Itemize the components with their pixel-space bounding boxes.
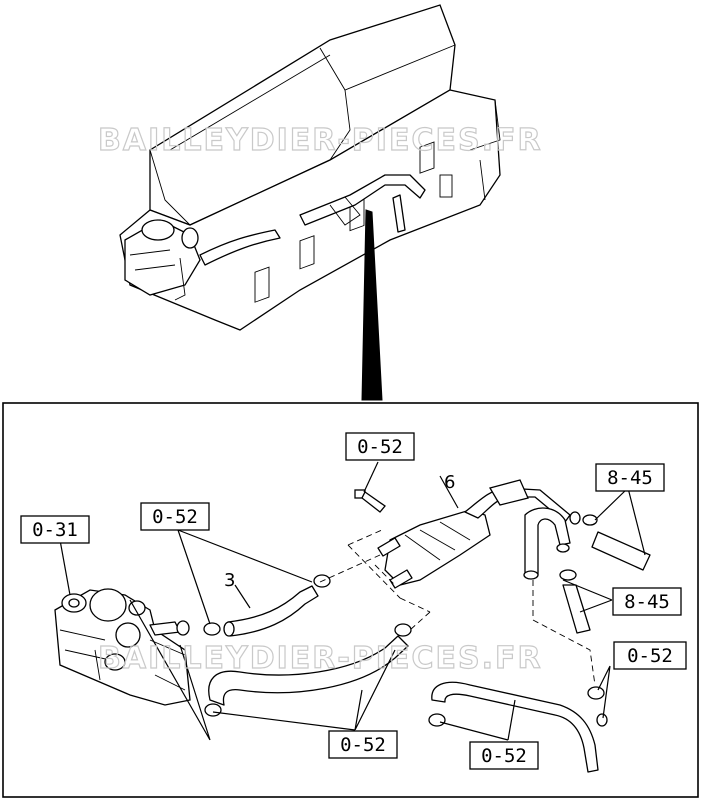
svg-text:0-31: 0-31	[32, 519, 78, 541]
engine-head-overview	[119, 4, 501, 331]
svg-text:0-52: 0-52	[340, 734, 386, 756]
callout-8-45-top: 8-45	[595, 463, 665, 492]
short-hose-upper-part	[582, 514, 651, 571]
detail-frame	[2, 402, 699, 798]
callout-8-45-mid: 8-45	[612, 587, 682, 616]
lower-hose-part	[204, 623, 412, 717]
svg-text:8-45: 8-45	[607, 467, 653, 489]
watermark-bottom: BAILLEYDIER-PIECES.FR	[98, 641, 543, 676]
detail-pointer-arrow	[361, 209, 383, 401]
callout-0-52-bottom-left: 0-52	[328, 730, 398, 759]
part-number-6: 6	[444, 472, 455, 493]
callout-0-52-right: 0-52	[613, 641, 687, 670]
leader-lines	[59, 461, 646, 741]
svg-text:0-52: 0-52	[627, 645, 673, 667]
short-hose-lower-part	[559, 569, 591, 634]
callout-0-52-top: 0-52	[345, 432, 415, 461]
svg-text:0-52: 0-52	[357, 436, 403, 458]
watermark-top: BAILLEYDIER-PIECES.FR	[98, 123, 543, 158]
hose-3-part	[203, 574, 331, 637]
part-number-3: 3	[224, 570, 235, 591]
bolt-part	[354, 489, 386, 513]
svg-text:0-52: 0-52	[481, 745, 527, 767]
thermostat-housing-part	[54, 588, 191, 706]
svg-text:0-52: 0-52	[152, 506, 198, 528]
svg-text:8-45: 8-45	[624, 591, 670, 613]
pipe-assembly-6-part	[377, 479, 581, 589]
callout-0-52-left: 0-52	[140, 502, 210, 531]
lower-right-pipe-part	[428, 681, 608, 773]
callout-0-31: 0-31	[20, 515, 90, 544]
callout-0-52-bottom-right: 0-52	[469, 741, 539, 770]
